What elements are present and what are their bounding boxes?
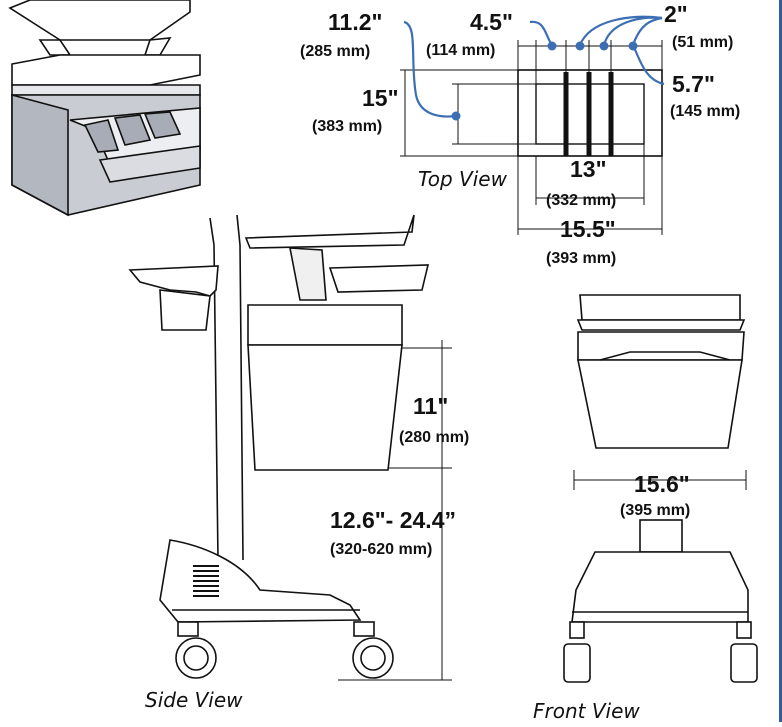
side-view-cart-illustration — [128, 214, 430, 679]
top-end-offset-in: 5.7" — [672, 71, 715, 97]
front-view-diagram: 15.6" (395 mm) Front View — [533, 294, 758, 723]
side-bin-height-in: 11" — [413, 393, 448, 419]
page-edge-bar — [779, 0, 782, 722]
top-inner-width-mm: (332 mm) — [546, 192, 616, 209]
side-clearance-in: 12.6"- 24.4” — [330, 507, 456, 533]
top-outer-width-in: 15.5" — [560, 216, 616, 242]
top-divider-gap-in: 2" — [664, 1, 688, 27]
top-offset-a-mm: (114 mm) — [426, 42, 495, 59]
top-view-label: Top View — [418, 167, 508, 191]
top-overall-depth-in: 11.2" — [328, 9, 382, 35]
top-divider-gap-mm: (51 mm) — [672, 34, 733, 51]
front-bin-width-in: 15.6" — [634, 471, 690, 497]
top-overall-depth-mm: (285 mm) — [300, 43, 370, 60]
front-view-label: Front View — [533, 699, 640, 722]
isometric-bin-illustration — [8, 0, 201, 217]
top-view-diagram: 11.2" (285 mm) 4.5" (114 mm) 2" (51 mm) … — [300, 1, 740, 267]
top-depth-mm: (383 mm) — [312, 118, 382, 135]
top-offset-a-in: 4.5" — [470, 9, 513, 35]
side-view-label: Side View — [145, 688, 243, 712]
top-inner-width-in: 13" — [570, 156, 607, 182]
top-outer-width-mm: (393 mm) — [546, 250, 616, 267]
top-depth-in: 15" — [362, 85, 399, 111]
side-bin-height-mm: (280 mm) — [399, 429, 469, 446]
top-end-offset-mm: (145 mm) — [670, 103, 740, 120]
front-bin-width-mm: (395 mm) — [620, 502, 690, 519]
front-view-cart-illustration — [563, 294, 758, 683]
side-view-diagram: 11" (280 mm) 12.6"- 24.4” (320-620 mm) S… — [128, 214, 469, 712]
side-clearance-mm: (320-620 mm) — [330, 541, 432, 558]
